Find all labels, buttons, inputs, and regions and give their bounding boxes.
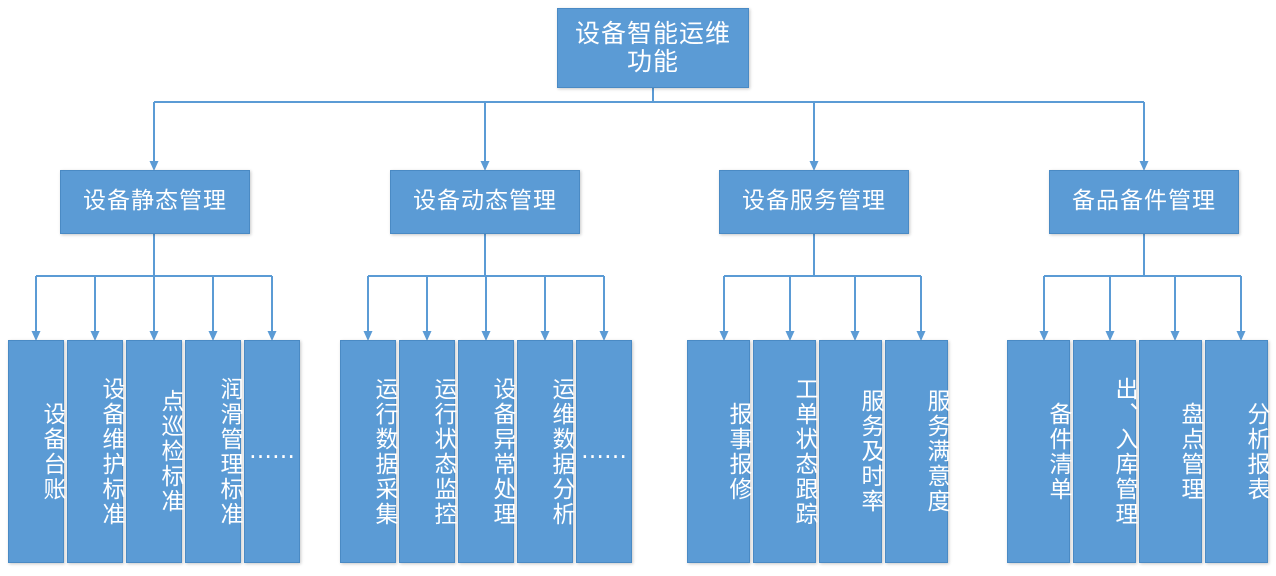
- leaf-node-1-4[interactable]: 润滑管理标准: [185, 340, 242, 563]
- leaf-node-3-4[interactable]: 服务满意度: [885, 340, 949, 563]
- leaf-node-2-2[interactable]: 运行状态监控: [399, 340, 456, 563]
- leaf-label: 报事报修: [725, 401, 751, 502]
- leaf-label: 运维数据分析: [548, 376, 574, 527]
- leaf-label: ……: [581, 438, 627, 464]
- leaf-label: 设备台账: [39, 401, 65, 502]
- leaf-node-1-5[interactable]: ……: [244, 340, 300, 563]
- branch-node-3[interactable]: 设备服务管理: [719, 170, 909, 234]
- leaf-node-3-2[interactable]: 工单状态跟踪: [753, 340, 817, 563]
- branch-node-4[interactable]: 备品备件管理: [1049, 170, 1239, 234]
- leaf-node-4-1[interactable]: 备件清单: [1007, 340, 1071, 563]
- leaf-node-3-3[interactable]: 服务及时率: [819, 340, 883, 563]
- leaf-label: 设备异常处理: [489, 376, 515, 527]
- leaf-node-4-2[interactable]: 出、入库管理: [1073, 340, 1137, 563]
- leaf-node-2-4[interactable]: 运维数据分析: [517, 340, 574, 563]
- leaf-label: 服务满意度: [923, 389, 949, 514]
- leaf-label: 设备维护标准: [98, 376, 124, 527]
- leaf-label: 盘点管理: [1177, 401, 1203, 502]
- leaf-node-1-2[interactable]: 设备维护标准: [67, 340, 124, 563]
- leaf-label: 点巡检标准: [157, 389, 183, 514]
- leaf-node-4-3[interactable]: 盘点管理: [1139, 340, 1203, 563]
- branch-node-2[interactable]: 设备动态管理: [390, 170, 580, 234]
- leaf-label: 运行数据采集: [371, 376, 397, 527]
- leaf-label: 运行状态监控: [430, 376, 456, 527]
- leaf-node-2-1[interactable]: 运行数据采集: [340, 340, 397, 563]
- leaf-label: 备件清单: [1045, 401, 1071, 502]
- leaf-node-3-1[interactable]: 报事报修: [687, 340, 751, 563]
- leaf-node-1-1[interactable]: 设备台账: [8, 340, 65, 563]
- leaf-label: ……: [249, 438, 295, 464]
- root-node[interactable]: 设备智能运维功能: [557, 8, 749, 88]
- branch-node-1[interactable]: 设备静态管理: [60, 170, 250, 234]
- leaf-label: 出、入库管理: [1111, 376, 1137, 527]
- leaf-node-2-5[interactable]: ……: [576, 340, 632, 563]
- leaf-label: 润滑管理标准: [216, 376, 242, 527]
- leaf-node-1-3[interactable]: 点巡检标准: [126, 340, 183, 563]
- leaf-node-4-4[interactable]: 分析报表: [1205, 340, 1269, 563]
- leaf-label: 分析报表: [1243, 401, 1269, 502]
- leaf-label: 服务及时率: [857, 389, 883, 514]
- leaf-label: 工单状态跟踪: [791, 376, 817, 527]
- leaf-node-2-3[interactable]: 设备异常处理: [458, 340, 515, 563]
